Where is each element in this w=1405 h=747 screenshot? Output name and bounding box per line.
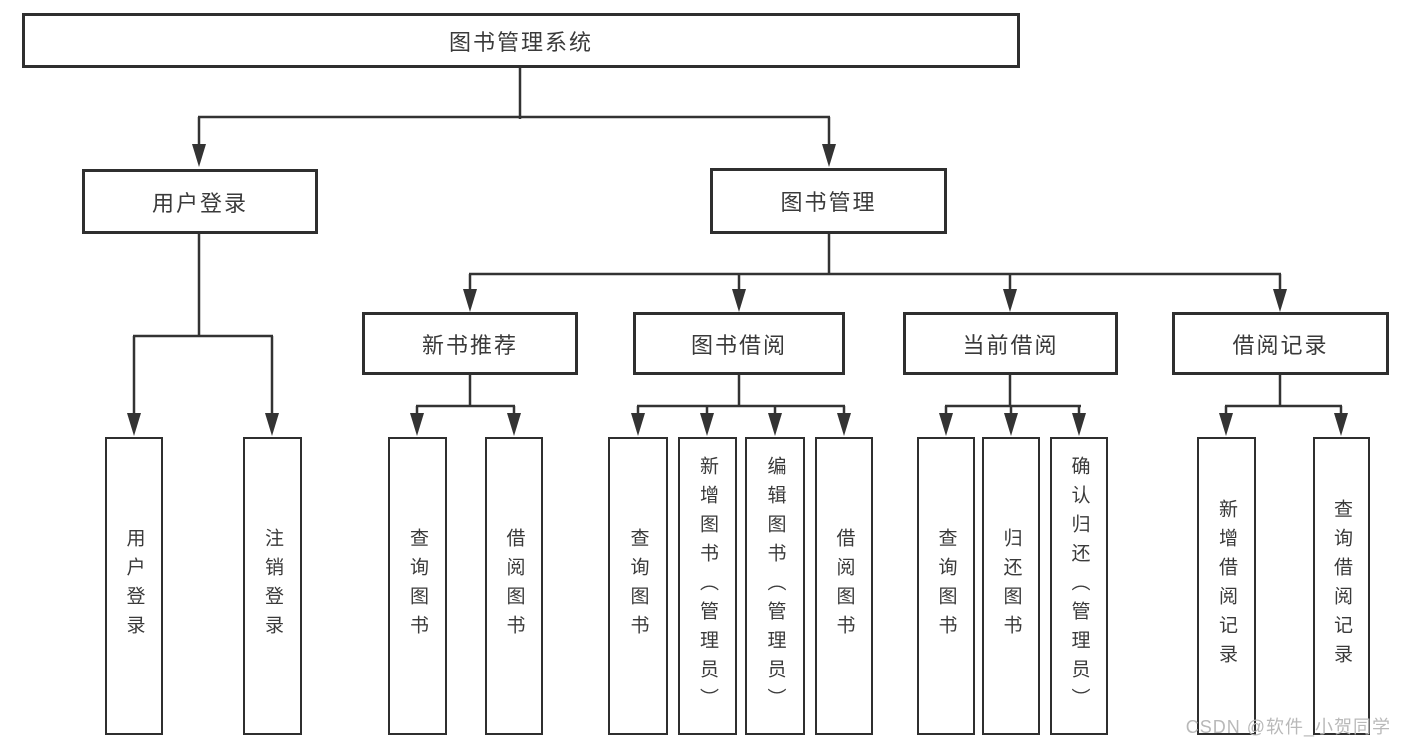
leaf-label: 新增借阅记录 — [1216, 499, 1237, 673]
leaf-box-query-book-3: 查询图书 — [917, 437, 975, 735]
section-box-new-book-recommend: 新书推荐 — [362, 312, 578, 375]
leaf-box-query-book-1: 查询图书 — [388, 437, 447, 735]
leaf-label: 新增图书（管理员） — [697, 455, 718, 717]
section-label: 图书借阅 — [690, 332, 787, 358]
leaf-box-confirm-return-admin: 确认归还（管理员） — [1050, 437, 1108, 735]
leaf-box-add-book-admin: 新增图书（管理员） — [678, 437, 737, 735]
branch-label: 图书管理 — [780, 190, 877, 215]
leaf-label: 确认归还（管理员） — [1068, 455, 1090, 717]
leaf-box-query-borrow-record: 查询借阅记录 — [1313, 437, 1370, 735]
leaf-label: 查询图书 — [407, 528, 428, 644]
branch-label: 用户登录 — [151, 190, 248, 216]
leaf-label: 归还图书 — [1000, 528, 1022, 644]
leaf-box-query-book-2: 查询图书 — [608, 437, 668, 735]
leaf-label: 借阅图书 — [503, 528, 525, 644]
section-label: 借阅记录 — [1232, 332, 1329, 358]
leaf-box-add-borrow-record: 新增借阅记录 — [1197, 437, 1256, 735]
leaf-box-borrow-book-1: 借阅图书 — [485, 437, 543, 735]
root-box-system: 图书管理系统 — [22, 13, 1020, 68]
leaf-label: 注销登录 — [262, 528, 283, 644]
section-box-book-borrow: 图书借阅 — [633, 312, 845, 375]
leaf-label: 查询图书 — [935, 528, 957, 644]
leaf-box-edit-book-admin: 编辑图书（管理员） — [745, 437, 805, 735]
leaf-box-user-login: 用户登录 — [105, 437, 163, 735]
branch-box-book-management: 图书管理 — [710, 168, 947, 234]
root-label: 图书管理系统 — [448, 29, 593, 55]
leaf-label: 编辑图书（管理员） — [764, 455, 786, 717]
leaf-box-logout: 注销登录 — [243, 437, 302, 735]
leaf-label: 查询图书 — [627, 528, 649, 644]
leaf-box-return-book: 归还图书 — [982, 437, 1040, 735]
leaf-box-borrow-book-2: 借阅图书 — [815, 437, 873, 735]
branch-box-user-login: 用户登录 — [82, 169, 318, 234]
watermark: CSDN @软件_小贺同学 — [1185, 717, 1391, 737]
leaf-label: 用户登录 — [123, 528, 145, 644]
leaf-label: 查询借阅记录 — [1331, 499, 1352, 673]
section-label: 新书推荐 — [421, 332, 518, 358]
leaf-label: 借阅图书 — [833, 528, 855, 644]
section-label: 当前借阅 — [962, 332, 1059, 358]
section-box-current-borrow: 当前借阅 — [903, 312, 1118, 375]
section-box-borrow-record: 借阅记录 — [1172, 312, 1389, 375]
